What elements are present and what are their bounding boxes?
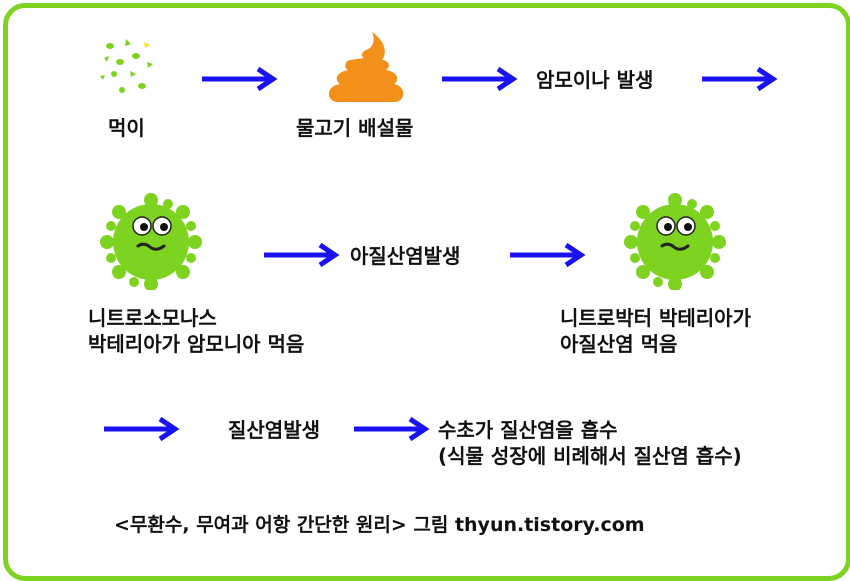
plant-absorb-label-line1: 수초가 질산염을 흡수	[438, 418, 618, 442]
arrow-bacteria-to-nitrite	[264, 242, 340, 268]
bacteria-icon	[100, 193, 202, 290]
arrow-waste-to-ammonia	[442, 66, 518, 92]
arrow-ammonia-next	[702, 66, 778, 92]
credit-caption: <무환수, 무여과 어항 간단한 원리> 그림 thyun.tistory.co…	[114, 514, 645, 536]
fish-waste-icon	[328, 32, 404, 102]
nitrobacter-label-line2: 아질산염 먹음	[560, 332, 678, 356]
arrow-nitrate-to-plants	[354, 416, 430, 442]
arrow-nitrite-to-bacteria	[510, 242, 586, 268]
nitrate-label: 질산염발생	[228, 418, 320, 442]
plant-absorb-label-line2: (식물 성장에 비례해서 질산염 흡수)	[438, 444, 742, 468]
ammonia-label: 암모이나 발생	[536, 68, 654, 92]
nitrite-label: 아질산염발생	[350, 244, 461, 268]
nitrosomonas-label-line2: 박테리아가 암모니아 먹음	[88, 332, 305, 356]
bacteria-icon	[624, 193, 726, 290]
nitrobacter-label-line1: 니트로박터 박테리아가	[560, 306, 751, 330]
arrow-to-nitrate	[104, 416, 180, 442]
arrow-food-to-waste	[202, 66, 278, 92]
nitrosomonas-label-line1: 니트로소모나스	[88, 306, 217, 330]
diagram-frame	[3, 3, 850, 581]
food-pellets-icon	[100, 39, 153, 93]
food-label: 먹이	[108, 116, 145, 140]
waste-label: 물고기 배설물	[296, 116, 414, 140]
